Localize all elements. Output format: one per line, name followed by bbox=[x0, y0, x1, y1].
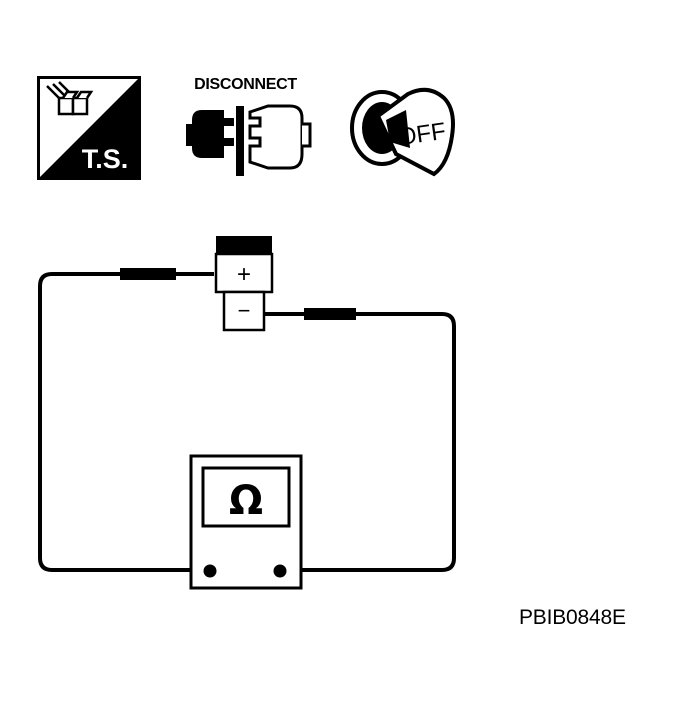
right-test-lead bbox=[262, 312, 456, 572]
connector-unplugged-icon bbox=[186, 104, 312, 176]
left-lead-sleeve bbox=[120, 268, 176, 280]
disconnect-icon-group: DISCONNECT bbox=[178, 76, 313, 180]
left-test-lead bbox=[38, 272, 214, 572]
probe-icon bbox=[46, 81, 94, 116]
figure-code: PBIB0848E bbox=[519, 606, 626, 629]
ts-tester-icon: T.S. bbox=[37, 76, 141, 180]
minus-terminal-label: − bbox=[238, 298, 251, 323]
disconnect-label: DISCONNECT bbox=[194, 76, 297, 93]
meter-terminal-right bbox=[273, 564, 287, 578]
ignition-off-label: OFF bbox=[396, 118, 447, 151]
ts-label: T.S. bbox=[82, 144, 129, 174]
right-lead-sleeve bbox=[304, 308, 356, 320]
component-connector bbox=[214, 236, 274, 332]
ohmmeter bbox=[189, 454, 303, 590]
ohm-symbol: Ω bbox=[229, 478, 263, 524]
plus-terminal-label: + bbox=[237, 261, 251, 288]
meter-terminal-left bbox=[203, 564, 217, 578]
ignition-off-icon: OFF bbox=[348, 76, 460, 180]
